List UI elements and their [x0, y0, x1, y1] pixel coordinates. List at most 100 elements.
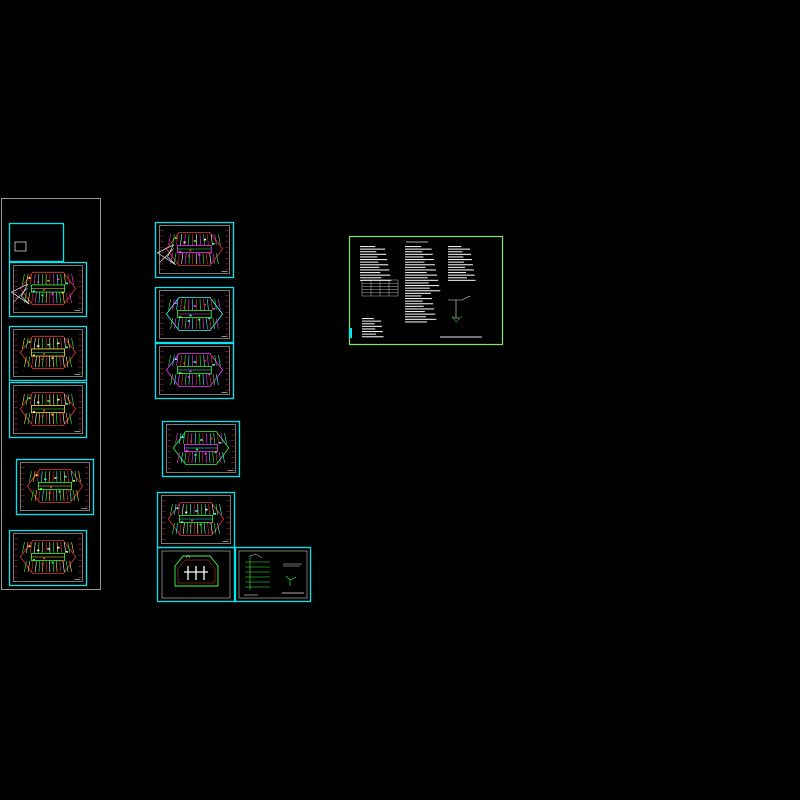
notes-text-line [362, 323, 375, 325]
room-partition [35, 292, 37, 304]
room-partition [207, 355, 209, 366]
room-partition [34, 490, 38, 501]
room-partition [33, 542, 36, 553]
fixture-symbol [68, 489, 71, 492]
notes-text-line [405, 298, 432, 300]
notes-text-line [405, 292, 431, 294]
notes-text-line [360, 253, 387, 255]
room-partition [71, 273, 74, 285]
fixture-symbol [189, 314, 192, 317]
fixture-symbol [72, 479, 76, 482]
room-partition [180, 452, 184, 463]
room-partition [60, 273, 63, 285]
room-partition [64, 394, 66, 405]
fixture-symbol [208, 373, 211, 376]
room-partition [22, 394, 25, 405]
room-partition [31, 490, 34, 501]
floor-plan-e[interactable] [156, 491, 236, 549]
system-diagram[interactable] [234, 546, 312, 603]
room-partition [60, 337, 63, 349]
room-partition [216, 318, 219, 329]
room-partition [168, 355, 171, 366]
building-outline [19, 335, 77, 370]
room-partition [218, 234, 221, 245]
room-partition [181, 504, 184, 515]
fixture-symbol [187, 320, 191, 322]
room-partition [217, 523, 220, 534]
floor-plan-5[interactable] [8, 529, 88, 587]
notes-text-line [362, 328, 376, 330]
fixture-symbol [65, 550, 69, 553]
notes-text-line [448, 261, 465, 263]
room-partition [172, 299, 175, 310]
sheet-frame [154, 286, 235, 344]
notes-text-line [448, 274, 475, 276]
fixture-symbol [174, 237, 178, 240]
fixture-symbol [180, 521, 184, 523]
room-partition [38, 292, 41, 304]
sheet-frame [154, 342, 235, 400]
room-partition [174, 253, 177, 264]
room-partition [217, 433, 219, 444]
building-outline [165, 353, 224, 387]
cover-sheet[interactable] [8, 222, 65, 263]
room-partition [27, 561, 31, 572]
notes-text-line [405, 246, 422, 248]
room-partition [55, 292, 58, 304]
floor-plan-c[interactable] [154, 342, 235, 400]
fixture-symbol [203, 303, 207, 306]
room-partition [214, 234, 217, 245]
fixture-symbol [183, 362, 186, 365]
room-partition [60, 542, 63, 553]
roof-parapet [177, 559, 216, 584]
room-partition [40, 471, 43, 482]
room-partition [183, 523, 185, 534]
fixture-symbol [179, 372, 182, 374]
riser-lines [245, 556, 270, 590]
fixture-symbol [181, 436, 184, 439]
sheet-inner-border [166, 424, 236, 473]
floor-plan-a[interactable] [154, 221, 235, 279]
notes-text-line [360, 274, 391, 276]
roof-ridge [184, 566, 208, 580]
fixture-symbol [57, 342, 60, 345]
floor-plan-3[interactable] [8, 381, 88, 439]
room-partition [172, 234, 175, 245]
notes-text-line [405, 248, 432, 250]
room-partition [208, 452, 211, 463]
notes-text-line [362, 336, 384, 338]
room-partition [59, 561, 61, 572]
room-partition [27, 413, 31, 424]
floor-plan-b[interactable] [154, 286, 235, 344]
room-partition [30, 337, 32, 349]
floor-plan-d[interactable] [161, 420, 241, 478]
floor-plan-4[interactable] [15, 458, 95, 516]
room-partition [24, 561, 27, 572]
fixture-symbol [183, 306, 186, 309]
room-partition [218, 452, 222, 463]
sheet-inner-border [13, 265, 83, 313]
notes-text-line [405, 264, 435, 266]
fixture-symbol [198, 253, 201, 256]
floor-plan-1[interactable] [8, 261, 88, 318]
floor-plan-2[interactable] [8, 325, 88, 382]
sheet-inner-border [13, 329, 83, 377]
notes-text-line [448, 251, 463, 253]
fixture-symbol [41, 563, 44, 565]
room-partition [175, 523, 179, 534]
room-partition [62, 490, 65, 501]
room-partition [67, 337, 70, 349]
design-notes-sheet[interactable] [348, 235, 504, 346]
fixture-symbol [28, 277, 31, 279]
fixture-symbol [32, 290, 36, 293]
room-partition [181, 253, 184, 264]
room-partition [64, 273, 66, 285]
notes-text-line [405, 272, 427, 274]
fixture-symbol [208, 252, 211, 255]
roof-plan[interactable] [156, 546, 236, 603]
room-partition [177, 374, 180, 385]
fixture-symbol [179, 316, 182, 318]
fixture-symbol [44, 478, 47, 481]
room-partition [33, 273, 36, 285]
room-partition [59, 413, 61, 424]
